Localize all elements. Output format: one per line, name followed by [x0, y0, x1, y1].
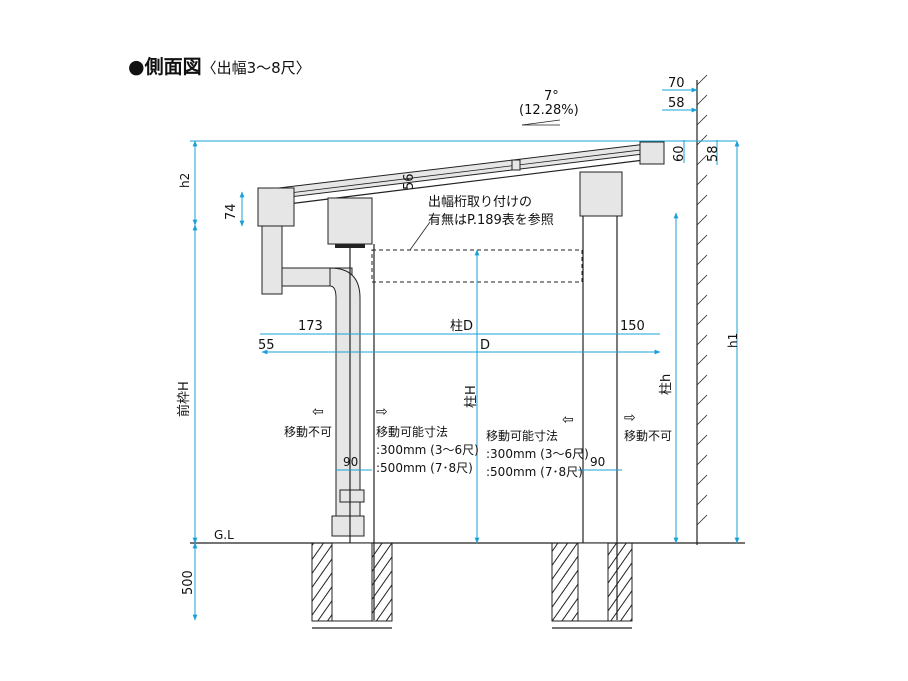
slope-ratio: (12.28%) [519, 103, 579, 118]
dim-500: 500 [181, 570, 196, 595]
move-left-fixed: 移動不可 [284, 425, 332, 439]
move-left-range-2: :500mm (7･8尺) [376, 461, 473, 475]
dim-58-side: 58 [706, 145, 721, 162]
note-line-2: 有無はP.189表を参照 [428, 212, 554, 228]
foundation-rear [551, 542, 633, 629]
pillar-front [327, 197, 375, 620]
dim-90-rear: 90 [590, 455, 605, 469]
front-frame [261, 225, 365, 537]
move-left-range-1: :300mm (3〜6尺) [376, 443, 479, 457]
arrow-right-icon: ⇨ [624, 410, 636, 426]
dimension-texts: 70 58 60 58 56 74 173 柱D 150 55 D 90 90 … [176, 76, 740, 595]
move-right-range-1: :300mm (3〜6尺) [486, 447, 589, 461]
slope-indicator: 7° (12.28%) [519, 89, 579, 126]
move-right-range-2: :500mm (7･8尺) [486, 465, 583, 479]
dim-56: 56 [402, 173, 417, 190]
label-pillar-h-upper: 柱H [464, 385, 479, 408]
dim-d: D [480, 338, 490, 353]
dim-173: 173 [298, 319, 323, 334]
movement-labels: ⇦ 移動不可 ⇨ 移動可能寸法 :300mm (3〜6尺) :500mm (7･… [284, 404, 672, 479]
dim-150: 150 [620, 319, 645, 334]
dim-60: 60 [672, 145, 687, 162]
wall [696, 74, 708, 545]
title-main: ●側面図 [128, 56, 202, 78]
title-sub: 〈出幅3〜8尺〉 [201, 59, 311, 77]
dim-58-top: 58 [668, 96, 685, 111]
label-h1: h1 [726, 333, 740, 348]
label-h2: h2 [178, 173, 192, 188]
dim-55: 55 [258, 338, 275, 353]
move-right-movable: 移動可能寸法 [486, 429, 558, 443]
move-left-movable: 移動可能寸法 [376, 425, 448, 439]
foundation-front [311, 542, 393, 629]
beam-note: 出幅桁取り付けの 有無はP.189表を参照 [428, 195, 554, 228]
dim-70: 70 [668, 76, 685, 91]
diagram-title: ●側面図〈出幅3〜8尺〉 [128, 52, 311, 79]
slope-angle: 7° [544, 89, 559, 104]
arrow-left-icon: ⇦ [562, 412, 574, 428]
dim-pillar-d: 柱D [450, 319, 473, 334]
roof [257, 141, 665, 227]
dim-90-front: 90 [343, 455, 358, 469]
gl-label: G.L [214, 528, 234, 542]
move-right-fixed: 移動不可 [624, 429, 672, 443]
dim-74: 74 [224, 203, 239, 220]
label-pillar-h-lower: 柱h [659, 374, 674, 395]
ground-line: G.L [190, 528, 745, 544]
dimension-lines [190, 87, 740, 621]
arrow-left-icon: ⇦ [312, 404, 324, 420]
arrow-right-icon: ⇨ [376, 404, 388, 420]
label-front-frame-h: 前枠H [176, 381, 192, 417]
note-line-1: 出幅桁取り付けの [428, 195, 532, 210]
